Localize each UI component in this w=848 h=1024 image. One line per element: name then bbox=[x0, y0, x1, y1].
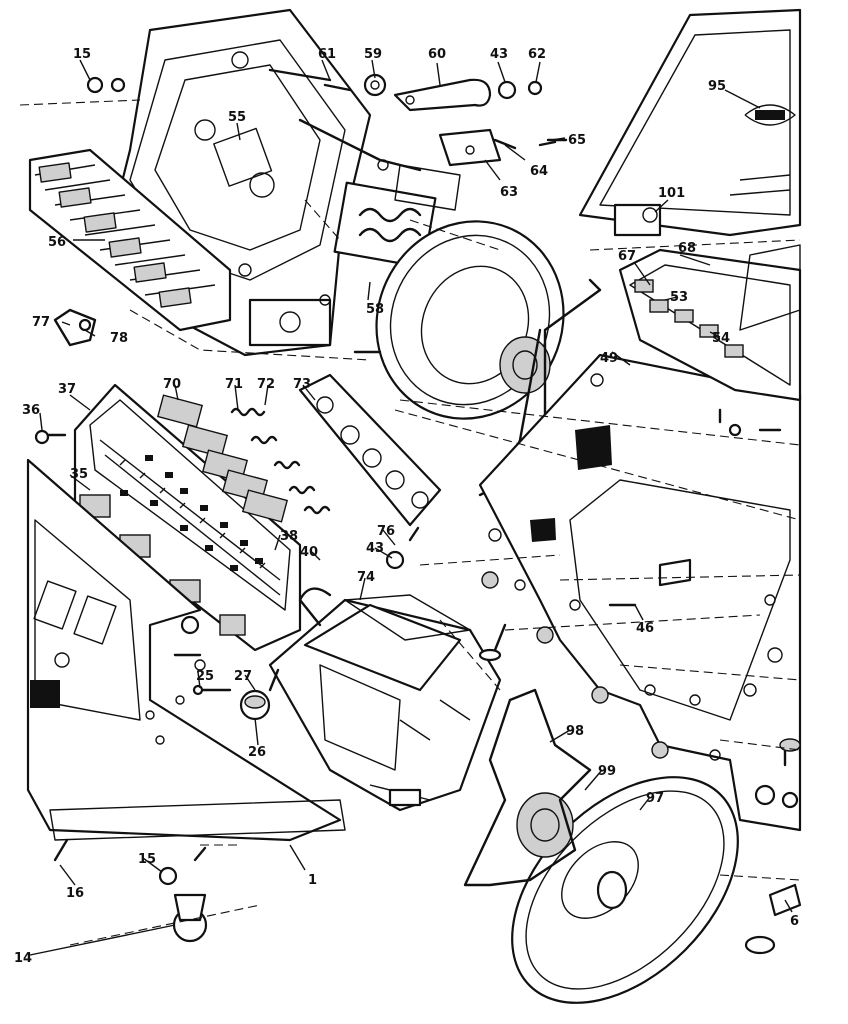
part-label: 53 bbox=[670, 290, 688, 305]
part-label: 25 bbox=[196, 669, 214, 684]
chassis-plate bbox=[478, 353, 802, 832]
part-label: 67 bbox=[618, 249, 636, 264]
part-label: 68 bbox=[678, 241, 696, 256]
top-speaker bbox=[375, 220, 602, 497]
part-label: 98 bbox=[566, 724, 584, 739]
part-label: 58 bbox=[366, 302, 384, 317]
leader-lines bbox=[29, 59, 793, 956]
part-label: 38 bbox=[280, 529, 298, 544]
part-label: 49 bbox=[600, 351, 618, 366]
part-label: 72 bbox=[257, 377, 275, 392]
part-label: 26 bbox=[248, 745, 266, 760]
part-label: 46 bbox=[636, 621, 654, 636]
part-label: 16 bbox=[66, 886, 84, 901]
transformer bbox=[268, 594, 502, 812]
part-label: 73 bbox=[293, 377, 311, 392]
part-label: 43 bbox=[490, 47, 508, 62]
circuit-board bbox=[618, 244, 802, 402]
part-label: 78 bbox=[110, 331, 128, 346]
part-label: 95 bbox=[708, 79, 726, 94]
part-number-labels: 15 61 59 60 43 62 95 55 65 64 63 101 56 … bbox=[14, 47, 799, 966]
part-label: 55 bbox=[228, 110, 246, 125]
part-label: 62 bbox=[528, 47, 546, 62]
part-label: 15 bbox=[73, 47, 91, 62]
screws bbox=[34, 138, 802, 955]
slider-controls bbox=[156, 373, 442, 527]
part-label: 99 bbox=[598, 764, 616, 779]
part-label: 36 bbox=[22, 403, 40, 418]
part-label: 15 bbox=[138, 852, 156, 867]
part-label: 60 bbox=[428, 47, 446, 62]
part-label: 56 bbox=[48, 235, 66, 250]
part-label: 71 bbox=[225, 377, 243, 392]
part-label: 64 bbox=[530, 164, 548, 179]
part-label: 59 bbox=[364, 47, 382, 62]
part-label: 74 bbox=[357, 570, 375, 585]
rear-cabinet bbox=[578, 8, 802, 237]
part-label: 43 bbox=[366, 541, 384, 556]
part-label: 63 bbox=[500, 185, 518, 200]
part-label: 6 bbox=[790, 914, 799, 929]
part-label: 77 bbox=[32, 315, 50, 330]
front-cabinet bbox=[26, 458, 346, 842]
part-label: 35 bbox=[70, 467, 88, 482]
part-label: 97 bbox=[646, 791, 664, 806]
keys-assembly bbox=[28, 148, 232, 332]
guide-lines bbox=[19, 99, 801, 946]
part-label: 40 bbox=[300, 545, 318, 560]
bottom-speaker bbox=[463, 688, 739, 1004]
part-label: 61 bbox=[318, 47, 336, 62]
part-label: 70 bbox=[163, 377, 181, 392]
part-label: 37 bbox=[58, 382, 76, 397]
part-label: 14 bbox=[14, 951, 32, 966]
part-label: 65 bbox=[568, 133, 586, 148]
part-label: 1 bbox=[308, 873, 317, 888]
top-hardware bbox=[86, 73, 557, 167]
part-label: 27 bbox=[234, 669, 252, 684]
part-label: 54 bbox=[712, 331, 730, 346]
part-label: 76 bbox=[377, 524, 395, 539]
part-label: 101 bbox=[658, 186, 685, 201]
